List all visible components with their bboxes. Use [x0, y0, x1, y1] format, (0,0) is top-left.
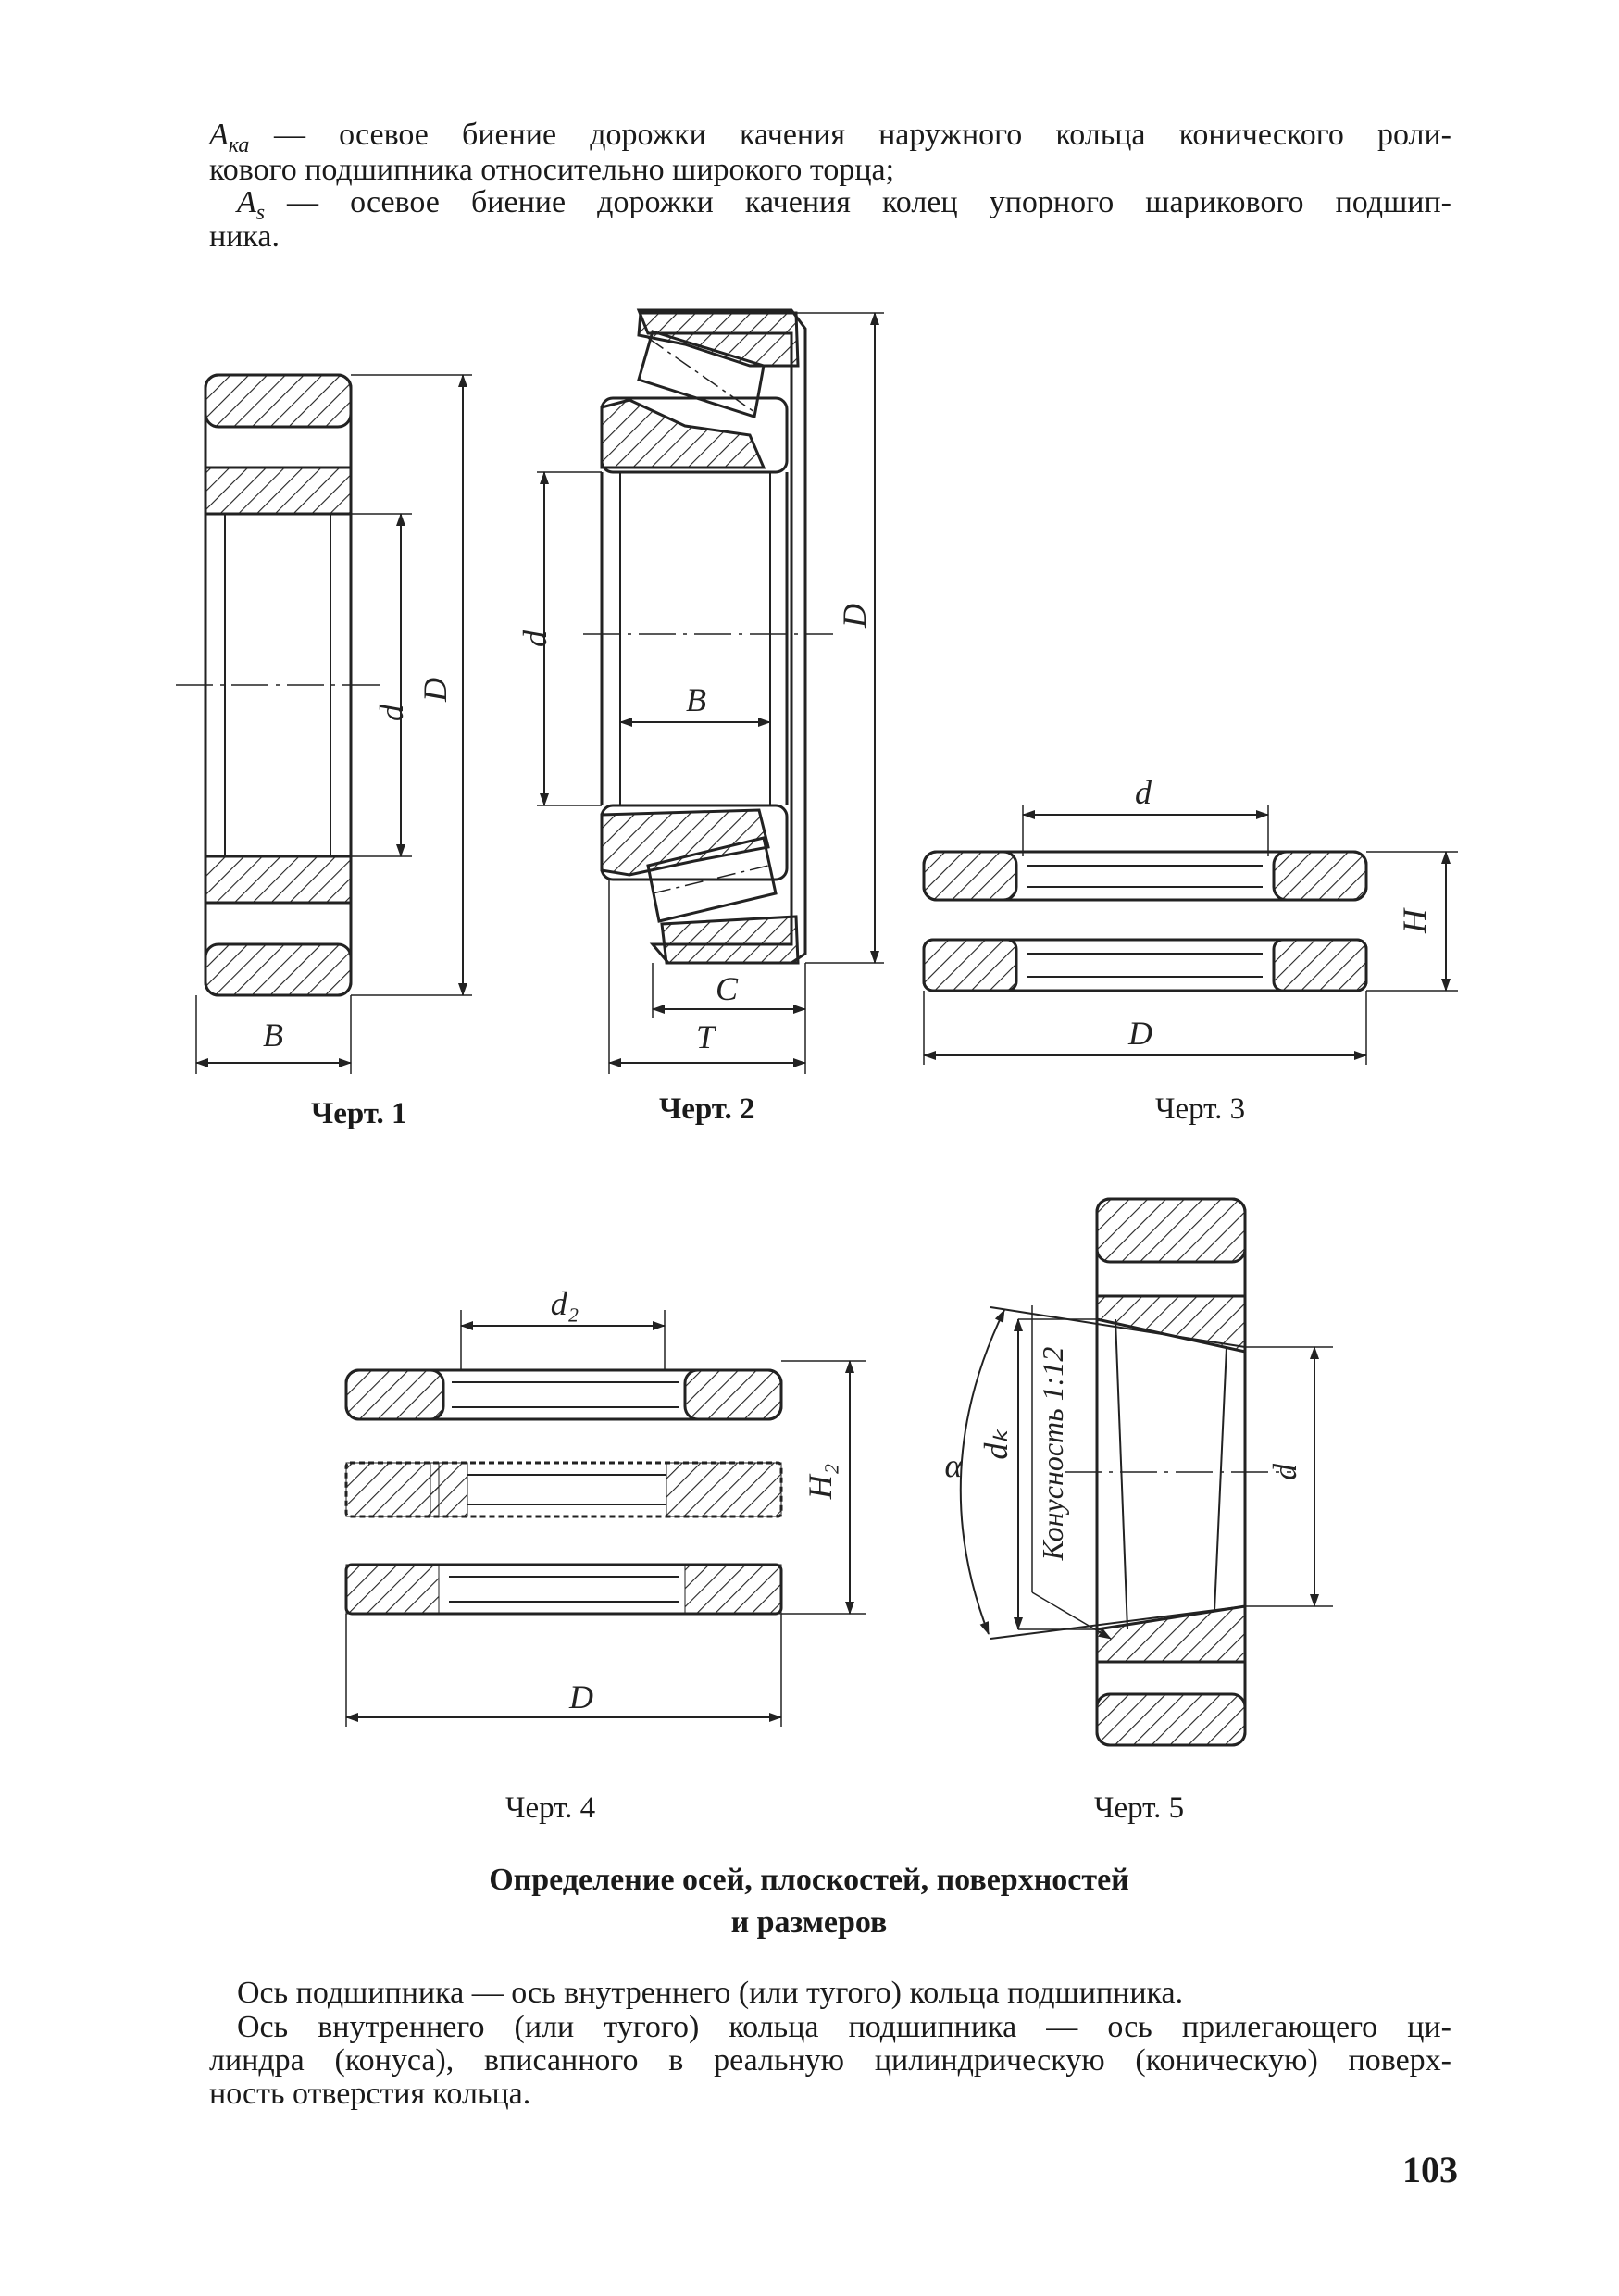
symbol-a-s: A — [237, 185, 256, 219]
figure-1-caption: Черт. 1 — [311, 1097, 407, 1130]
fig4-label-D: D — [568, 1678, 593, 1716]
symbol-a-s-subscript: s — [255, 200, 266, 225]
intro-line-3: As — [237, 186, 265, 230]
symbol-a-ka: A — [209, 118, 229, 152]
fig5-label-alpha: α — [945, 1447, 964, 1484]
fig3-label-H: H — [1396, 907, 1433, 934]
intro-line-4: ника. — [209, 219, 280, 254]
fig4-label-H2: H₂ — [802, 1464, 839, 1501]
paragraph-2-line-3: ность отверстия кольца. — [209, 2077, 531, 2111]
fig1-label-B: B — [263, 1017, 283, 1054]
figure-5-drawing — [959, 1197, 1333, 1747]
page-number: 103 — [1402, 2149, 1458, 2190]
figure-2-caption: Черт. 2 — [659, 1092, 755, 1126]
figure-5-caption: Черт. 5 — [1094, 1791, 1185, 1825]
symbol-a-ka-subscript: ка — [228, 132, 250, 157]
figure-4-drawing — [344, 1310, 866, 1727]
intro-line-1: Aка — [209, 119, 249, 162]
fig3-label-D: D — [1127, 1015, 1152, 1052]
intro-line-1-text: — осевое биение дорожки качения наружног… — [274, 118, 1451, 152]
intro-line-3-text: — осевое биение дорожки качения колец уп… — [287, 185, 1451, 219]
fig2-label-D: D — [836, 604, 873, 629]
fig2-label-C: C — [716, 970, 739, 1007]
intro-line-2: кового подшипника относительно широкого … — [209, 153, 895, 187]
fig1-label-D: D — [417, 678, 454, 703]
figure-2-drawing — [537, 308, 884, 1074]
figure-4-caption: Черт. 4 — [505, 1791, 596, 1825]
section-heading-line-2: и размеров — [730, 1905, 888, 1940]
fig2-label-T: T — [696, 1018, 717, 1055]
figure-3-caption: Черт. 3 — [1155, 1092, 1246, 1126]
fig2-label-d: d — [517, 630, 554, 647]
figure-3-drawing — [922, 805, 1458, 1065]
fig2-label-B: B — [686, 681, 706, 718]
figure-1-drawing — [176, 373, 472, 1074]
paragraph-2-line-1: Ось внутреннего (или тугого) кольца подш… — [237, 2010, 1451, 2044]
fig5-label-taper: Конусность 1:12 — [1036, 1347, 1069, 1562]
paragraph-1: Ось подшипника — ось внутреннего (или ту… — [237, 1976, 1184, 2010]
paragraph-2-line-2: линдра (конуса), вписанного в реальную ц… — [209, 2043, 1451, 2078]
fig5-label-d: d — [1266, 1463, 1303, 1480]
fig1-label-d: d — [373, 704, 410, 721]
fig3-label-d: d — [1135, 774, 1152, 811]
section-heading-line-1: Определение осей, плоскостей, поверхност… — [489, 1863, 1129, 1897]
fig5-label-dk: dₖ — [978, 1429, 1015, 1460]
fig4-label-d2: d₂ — [551, 1285, 579, 1322]
